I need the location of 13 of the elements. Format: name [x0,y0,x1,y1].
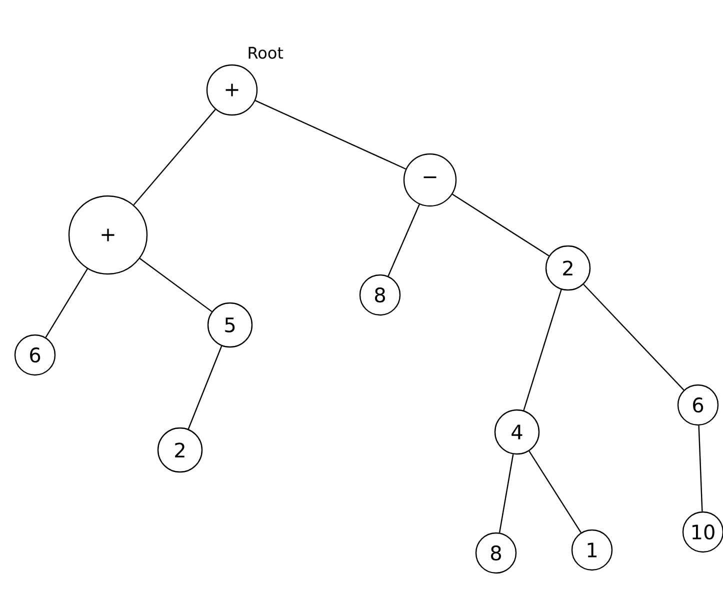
tree-edge [583,284,684,390]
tree-edge [528,450,582,533]
tree-edge [452,194,550,256]
tree-edge [140,258,212,312]
tree-edge [698,426,703,512]
tree-edge [255,100,406,170]
tree-edge [45,268,88,338]
tree-edge [133,109,216,206]
tree-edge [523,289,562,411]
tree-edge [498,454,514,533]
node-caption: Root [248,46,284,59]
tree-edge [388,204,420,276]
tree-edge [188,346,222,430]
